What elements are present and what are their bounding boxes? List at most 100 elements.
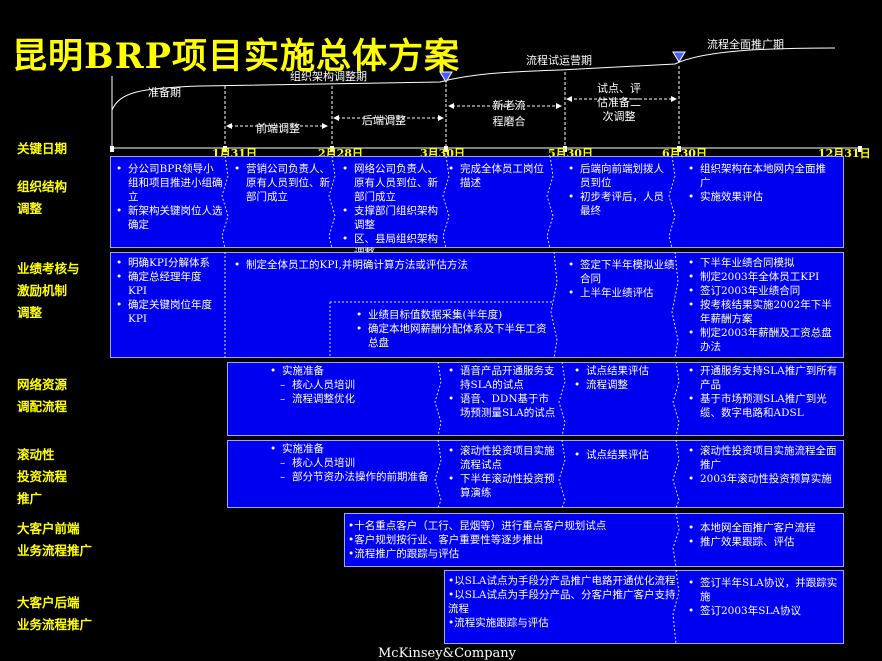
page-title: 昆明BRP项目实施总体方案 [12,36,460,77]
list-item: 明确KPI分解体系 [114,256,220,270]
kpi-cell-1: 明确KPI分解体系确定总经理年度KPI确定关键岗位年度KPI [114,256,220,326]
key-date-label: 关键日期 [17,141,68,156]
org-cell-2: 营销公司负责人、原有人员到位、新部门成立 [232,162,330,204]
row-label-front: 大客户前端 业务流程推广 [17,518,92,562]
list-item: 实施准备 [268,442,438,456]
list-item: •以SLA试点为手段分产品推广电路开通优化流程 [448,575,676,587]
list-item-text: 以SLA试点为手段分产品、分客户推广客户支持流程 [448,589,676,615]
list-item: 网络公司负责人、原有人员到位、新部门成立 [340,162,444,204]
row-label-kpi: 业绩考核与 激励机制 调整 [17,258,80,324]
list-item: 签订2003年业绩合同 [686,284,838,298]
list-item: 支撑部门组织架构调整 [340,204,444,232]
org-cell-6: 组织架构在本地网内全面推广实施效果评估 [686,162,836,204]
list-item: 核心人员培训 [268,456,438,470]
org-cell-4: 完成全体员工岗位描述 [446,162,546,190]
list-item: 确定总经理年度KPI [114,270,220,298]
list-item: 基于市场预测SLA推广到光缆、数字电路和ADSL [686,392,838,420]
row-label-line: 组织结构 [17,179,68,194]
list-item: 后端向前端划拨人员到位 [566,162,670,190]
invest-cell-4: 滚动性投资项目实施流程全面推广2003年滚动性投资预算实施 [686,444,838,486]
row-label-line: 网络资源 [17,377,68,392]
phase-eval-line3: 次调整 [602,110,636,123]
list-item: 制定2003年薪酬及工资总盘办法 [686,326,838,354]
row-label-back: 大客户后端 业务流程推广 [17,592,92,636]
row-label-line: 调整 [17,305,43,320]
row-label-org: 组织结构 调整 [17,176,67,220]
phase-eval: 试点、评 估准备二 次调整 [588,82,650,124]
list-item: 确定本地网薪酬分配体系及下半年工资总盘 [354,322,550,350]
kpi-cell-2b: 业绩目标值数据采集(半年度)确定本地网薪酬分配体系及下半年工资总盘 [354,308,550,350]
phase-trial: 流程试运营期 [526,54,592,67]
row-label-invest: 滚动性 投资流程 推广 [17,444,67,510]
kpi-cell-2: 制定全体员工的KPI,并明确计算方法或评估方法 [232,258,552,272]
net-cell-4: 开通服务支持SLA推广到所有产品基于市场预测SLA推广到光缆、数字电路和ADSL [686,364,838,420]
org-cell-3: 网络公司负责人、原有人员到位、新部门成立支撑部门组织架构调整区、县局组织架构调整 [340,162,444,260]
org-cell-1: 分公司BPR领导小组和项目推进小组确立新架构关键岗位人选确定 [114,162,224,232]
list-item: •流程实施跟踪与评估 [448,617,549,629]
list-item: 确定关键岗位年度KPI [114,298,220,326]
kpi-cell-4: 下半年业绩合同模拟制定2003年全体员工KPI签订2003年业绩合同按考核结果实… [686,256,838,354]
list-item: 核心人员培训 [268,378,438,392]
invest-cell-1: 实施准备 核心人员培训 部分节资办法操作的前期准备 [268,442,438,484]
list-item: 试点结果评估 [572,364,676,378]
row-label-line: 激励机制 [17,283,68,298]
list-item-text: 以SLA试点为手段分产品推广电路开通优化流程 [454,575,676,587]
list-item: 制定2003年全体员工KPI [686,270,838,284]
list-item-text: 客户规划按行业、客户重要性等逐步推出 [354,534,544,546]
list-item: 语音产品开通服务支持SLA的试点 [446,364,558,392]
list-item: 流程调整 [572,378,676,392]
front-cell-1: •十名重点客户（工行、昆烟等）进行重点客户规划试点 •客户规划按行业、客户重要性… [348,519,678,561]
list-item: 语音、DDN基于市场预测量SLA的试点 [446,392,558,420]
list-item: 试点结果评估 [572,448,676,462]
phase-eval-line2: 估准备二 [597,96,641,109]
row-label-line: 业务流程推广 [17,617,93,632]
list-item: 组织架构在本地网内全面推广 [686,162,836,190]
list-item: 签订半年SLA协议，并跟踪实施 [686,576,838,604]
list-item: 下半年业绩合同模拟 [686,256,838,270]
net-cell-1: 实施准备 核心人员培训 流程调整优化 [268,364,438,406]
net-cell-2: 语音产品开通服务支持SLA的试点语音、DDN基于市场预测量SLA的试点 [446,364,558,420]
phase-new-old-line2: 程磨合 [492,115,526,128]
front-cell-2: 本地网全面推广客户流程推广效果跟踪、评估 [686,521,838,549]
list-item: 签定下半年模拟业绩合同 [566,258,676,286]
row-label-line: 大客户前端 [17,521,80,536]
phase-org-adjust: 组织架构调整期 [290,70,367,83]
list-item: 分公司BPR领导小组和项目推进小组确立 [114,162,224,204]
row-label-line: 大客户后端 [17,595,80,610]
list-item: •流程推广的跟踪与评估 [348,548,460,560]
row-label-line: 调配流程 [17,399,68,414]
milestone-triangle [672,51,686,63]
list-item: 制定全体员工的KPI,并明确计算方法或评估方法 [232,258,552,272]
list-item: •以SLA试点为手段分产品、分客户推广客户支持流程 [448,589,676,615]
list-item-text: 流程推广的跟踪与评估 [354,548,460,560]
list-item: 完成全体员工岗位描述 [446,162,546,190]
back-cell-1: •以SLA试点为手段分产品推广电路开通优化流程 •以SLA试点为手段分产品、分客… [448,574,676,630]
row-label-line: 业务流程推广 [17,543,93,558]
list-item: 流程调整优化 [268,392,438,406]
milestone-triangle [439,71,453,83]
row-label-line: 业绩考核与 [17,261,80,276]
back-cell-2: 签订半年SLA协议，并跟踪实施签订2003年SLA协议 [686,576,838,618]
row-label-line: 滚动性 [17,447,55,462]
phase-backend: 后端调整 [362,114,406,127]
list-item: 实施效果评估 [686,190,836,204]
row-label-line: 推广 [17,491,43,506]
row-label-line: 投资流程 [17,469,68,484]
row-label-line: 调整 [17,201,43,216]
row-label-net: 网络资源 调配流程 [17,374,67,418]
invest-cell-3: 试点结果评估 [572,448,676,462]
list-item: 滚动性投资项目实施流程试点 [446,444,558,472]
list-item: 滚动性投资项目实施流程全面推广 [686,444,838,472]
list-item: 2003年滚动性投资预算实施 [686,472,838,486]
list-item-text: 流程实施跟踪与评估 [454,617,549,629]
footer-logo: McKinsey&Company [378,646,517,661]
kpi-cell-3: 签定下半年模拟业绩合同上半年业绩评估 [566,258,676,300]
list-item: 实施准备 [268,364,438,378]
list-item-text: 十名重点客户（工行、昆烟等）进行重点客户规划试点 [354,520,607,532]
timeline-curve [111,47,836,111]
list-item: 开通服务支持SLA推广到所有产品 [686,364,838,392]
list-item: 初步考评后，人员最终 [566,190,670,218]
phase-rollout: 流程全面推广期 [707,38,784,51]
phase-frontend: 前端调整 [256,122,300,135]
